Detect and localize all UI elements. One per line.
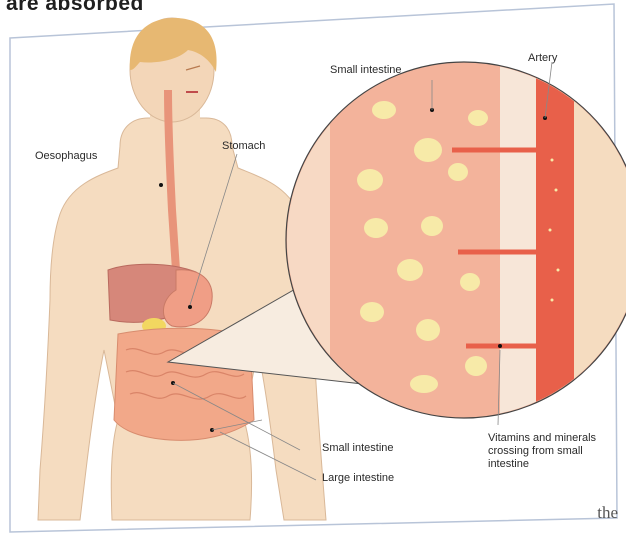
label-oesophagus: Oesophagus [35,150,97,163]
label-artery: Artery [528,52,557,65]
footer-word: the [597,503,618,523]
artery-vessel [536,60,574,440]
stomach-marker [188,305,192,309]
vitamins-marker [498,344,502,348]
label-small-intestine-top: Small intestine [330,64,402,77]
label-large-intestine: Large intestine [322,472,394,485]
oesophagus-marker [159,183,163,187]
label-stomach: Stomach [222,140,265,153]
label-vitamins-caption: Vitamins and minerals crossing from smal… [488,432,618,471]
label-small-intestine-bottom: Small intestine [322,442,394,455]
page-title: are absorbed [6,0,144,16]
